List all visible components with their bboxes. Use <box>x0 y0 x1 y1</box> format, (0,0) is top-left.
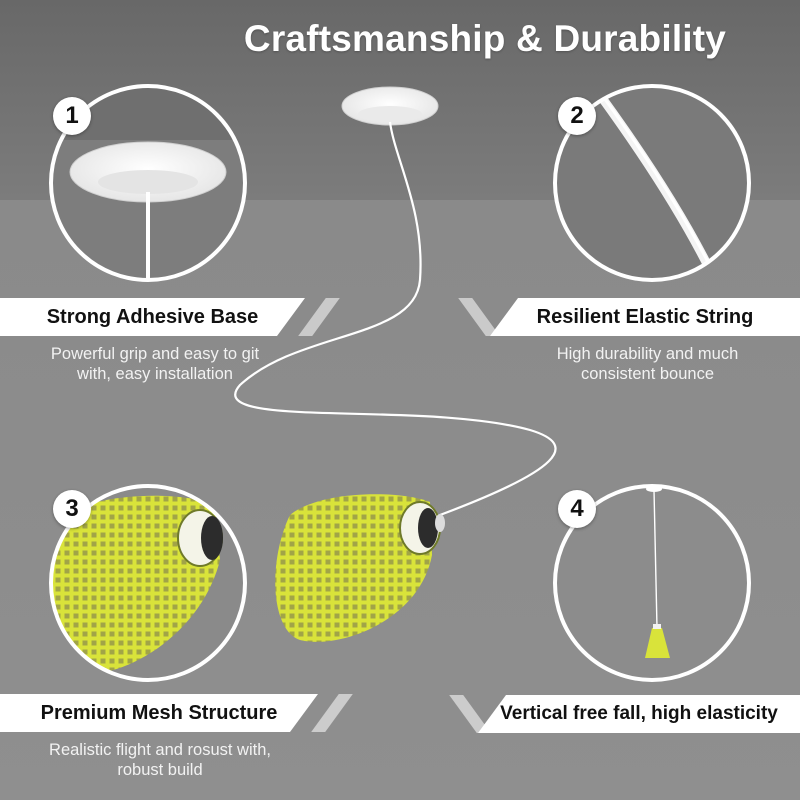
detail-circle-mesh <box>49 484 247 682</box>
detail-circle-hanging <box>553 484 751 682</box>
center-shuttlecock <box>275 494 445 642</box>
feature-heading-4: Vertical free fall, high elasticity <box>478 695 800 733</box>
page-title: Craftsmanship & Durability <box>243 18 727 59</box>
detail-circle-base <box>49 84 247 282</box>
feature-description-3-line-2: robust build <box>117 761 203 779</box>
feature-description-3-line-1: Realistic flight and rosust with, <box>49 741 271 759</box>
center-product <box>234 86 557 642</box>
feature-description-1: Powerful grip and easy to git with, easy… <box>0 344 310 384</box>
badge-number-4: 4 <box>558 490 596 528</box>
feature-description-1-line-1: Powerful grip and easy to git <box>50 345 260 363</box>
feature-description-1-line-2: with, easy installation <box>77 365 233 383</box>
feature-heading-2: Resilient Elastic String <box>490 298 800 336</box>
detail-circle-string <box>553 84 751 282</box>
badge-number-2: 2 <box>558 97 596 135</box>
feature-description-2: High durability and much consistent boun… <box>495 344 800 384</box>
feature-description-2-line-2: consistent bounce <box>580 365 714 383</box>
badge-number-3: 3 <box>53 490 91 528</box>
feature-description-3: Realistic flight and rosust with, robust… <box>0 740 320 780</box>
feature-heading-1: Strong Adhesive Base <box>0 298 305 336</box>
feature-heading-3: Premium Mesh Structure <box>0 694 318 732</box>
feature-description-2-line-1: High durability and much <box>556 345 739 363</box>
badge-number-1: 1 <box>53 97 91 135</box>
